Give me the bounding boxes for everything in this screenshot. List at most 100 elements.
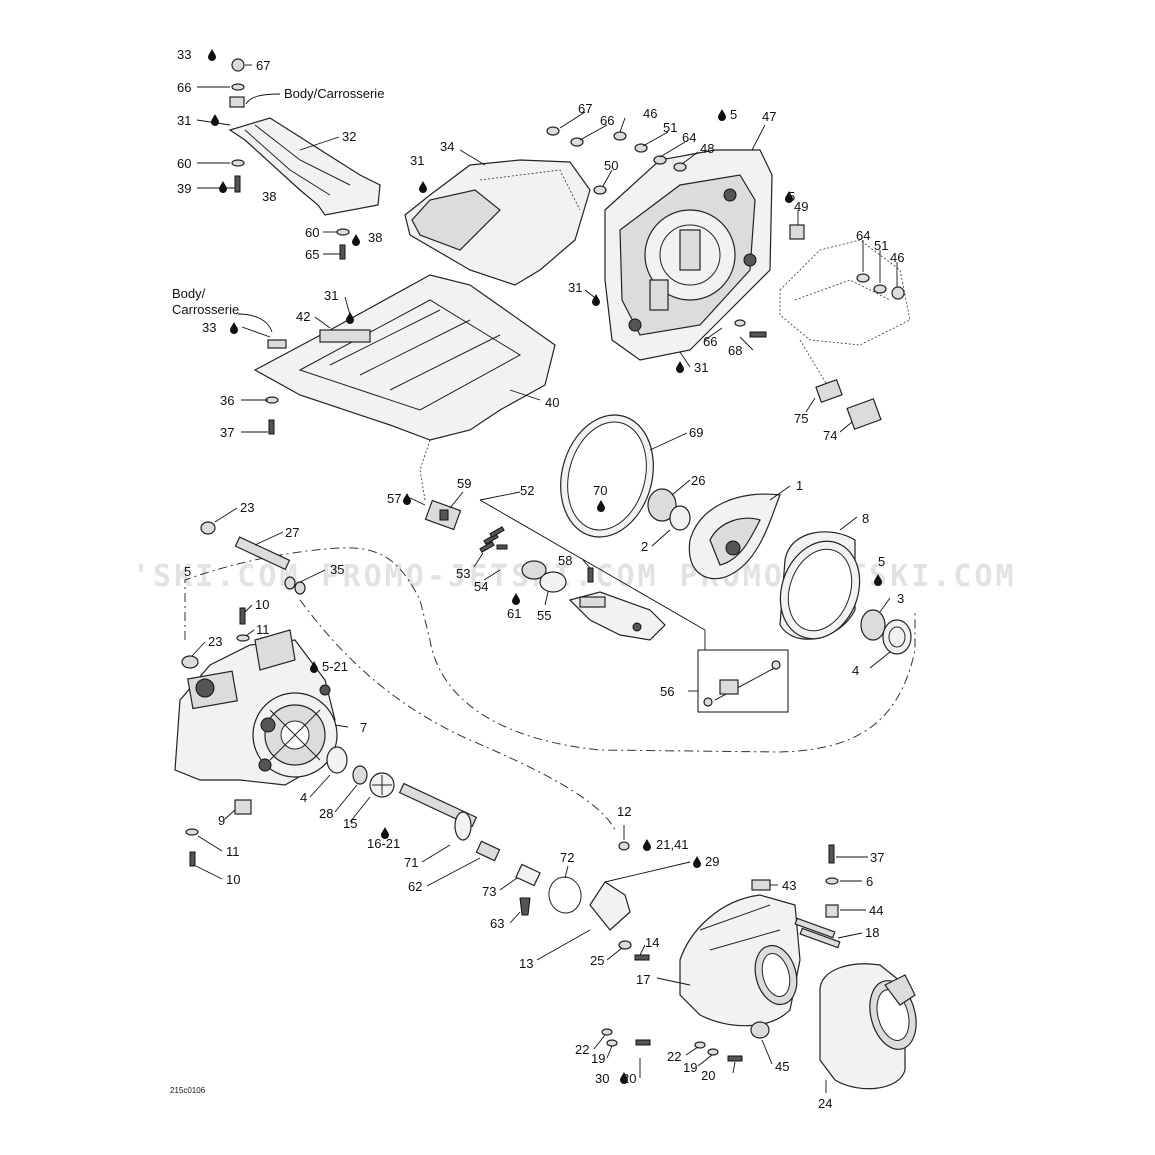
- body-label-top: Body/Carrosserie: [284, 86, 384, 101]
- part-label: 32: [342, 129, 356, 144]
- part-label: 46: [890, 250, 904, 265]
- part-label: 6: [866, 874, 873, 889]
- part-label: 60: [177, 156, 191, 171]
- sensor-55: [521, 560, 594, 593]
- part-label: 31: [410, 153, 424, 168]
- part-label: 17: [636, 972, 650, 987]
- body-label-left-line1: Body/: [172, 286, 206, 301]
- body-leader-top: [245, 93, 281, 105]
- part-label: 20: [622, 1071, 636, 1086]
- part-label: 37: [870, 850, 884, 865]
- shaft-parts-27-35: [200, 521, 306, 595]
- pump-cover-34: [404, 159, 591, 286]
- part-label: 15: [343, 816, 357, 831]
- part-label: 14: [645, 935, 659, 950]
- part-label: 23: [208, 634, 222, 649]
- part-label: 31: [568, 280, 582, 295]
- part-label: 74: [823, 428, 837, 443]
- fittings-74-75: [815, 378, 882, 430]
- part-label: 18: [865, 925, 879, 940]
- part-label: 60: [305, 225, 319, 240]
- part-label: 33: [202, 320, 216, 335]
- part-label: 3: [897, 591, 904, 606]
- part-label: 70: [593, 483, 607, 498]
- part-label: 49: [794, 199, 808, 214]
- lower-left-fasteners: [185, 799, 252, 867]
- part-label: 24: [818, 1096, 832, 1111]
- part-label: 51: [874, 238, 888, 253]
- part-label: 20: [701, 1068, 715, 1083]
- part-label: 71: [404, 855, 418, 870]
- part-label: 22: [667, 1049, 681, 1064]
- diagram-code: 215c0106: [170, 1086, 206, 1095]
- impeller-1: [647, 488, 781, 580]
- part-label: 9: [218, 813, 225, 828]
- part-label: 53: [456, 566, 470, 581]
- screws-53-54: [479, 526, 508, 553]
- part-label: 59: [457, 476, 471, 491]
- part-label: 11: [226, 844, 240, 859]
- part-label: 31: [694, 360, 708, 375]
- connector-59: [424, 499, 462, 531]
- part-label: 39: [177, 181, 191, 196]
- part-label: 4: [300, 790, 307, 805]
- body-label-left-line2: Carrosserie: [172, 302, 239, 317]
- part-label: 27: [285, 525, 299, 540]
- actuator-bracket: [568, 591, 666, 641]
- part-label: 40: [545, 395, 559, 410]
- part-label: 19: [591, 1051, 605, 1066]
- part-label: 22: [575, 1042, 589, 1057]
- part-label: 66: [600, 113, 614, 128]
- part-label: 34: [440, 139, 454, 154]
- part-label: 21,41: [656, 837, 689, 852]
- shaft-outline: [299, 599, 616, 831]
- part-label: 31: [324, 288, 338, 303]
- part-label: 61: [507, 606, 521, 621]
- part-label: 51: [663, 120, 677, 135]
- part-label: 57: [387, 491, 401, 506]
- part-label: 5: [788, 189, 795, 204]
- part-label: 11: [256, 622, 270, 637]
- part-label: 16-21: [367, 836, 400, 851]
- part-label: 13: [519, 956, 533, 971]
- part-label: 38: [262, 189, 276, 204]
- wear-ring-69: [560, 414, 654, 538]
- part-label: 1: [796, 478, 803, 493]
- sleeve-8: [779, 531, 861, 640]
- part-label: 69: [689, 425, 703, 440]
- cone-13: [589, 841, 650, 961]
- part-label: 10: [226, 872, 240, 887]
- part-label: 47: [762, 109, 776, 124]
- body-leader-left: [237, 313, 273, 333]
- part-label: 42: [296, 309, 310, 324]
- part-label: 5-21: [322, 659, 348, 674]
- nozzle-pins-18-44: [794, 844, 841, 949]
- drive-shaft-71: [398, 782, 478, 841]
- part-label: 75: [794, 411, 808, 426]
- part-label: 54: [474, 579, 488, 594]
- part-label: 35: [330, 562, 344, 577]
- part-label: 4: [852, 663, 859, 678]
- part-label: 43: [782, 878, 796, 893]
- part-label: 29: [705, 854, 719, 869]
- part-label: 8: [862, 511, 869, 526]
- part-label: 68: [728, 343, 742, 358]
- part-label: 10: [255, 597, 269, 612]
- part-label: 19: [683, 1060, 697, 1075]
- part-label: 48: [700, 141, 714, 156]
- part-label: 66: [177, 80, 191, 95]
- part-label: 73: [482, 884, 496, 899]
- part-label: 26: [691, 473, 705, 488]
- part-label: 12: [617, 804, 631, 819]
- bearing-stack-4-28-15: [326, 746, 395, 798]
- part-label: 62: [408, 879, 422, 894]
- part-label: 28: [319, 806, 333, 821]
- part-label: 67: [256, 58, 270, 73]
- part-label: 56: [660, 684, 674, 699]
- venturi-17: [679, 879, 801, 1039]
- bottom-fasteners: [601, 1028, 743, 1062]
- part-label: 7: [360, 720, 367, 735]
- bearings-3-4: [860, 609, 912, 655]
- leader-lines: [191, 64, 898, 1093]
